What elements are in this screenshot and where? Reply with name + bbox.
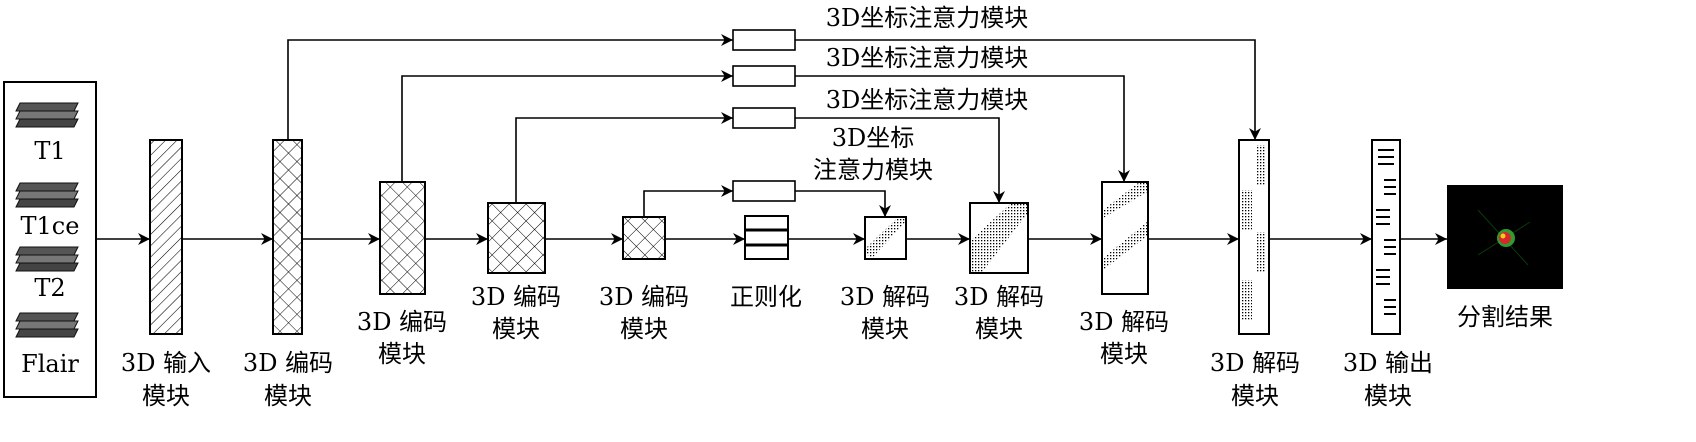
- decoder-block-1: [864, 216, 907, 260]
- attention-module-3: [732, 107, 796, 129]
- mri-stack-icon: [15, 102, 79, 128]
- normalization-block: [744, 215, 789, 260]
- encoder-block-4-label-line2: 模块: [620, 315, 668, 343]
- modality-label: T1ce: [21, 212, 80, 240]
- modality-label: T2: [34, 274, 65, 302]
- encoder-block-3-label-line1: 3D 编码: [471, 283, 561, 311]
- attention-label-2: 3D坐标注意力模块: [826, 44, 1029, 72]
- skip-connections: [287, 34, 1261, 217]
- decoder-block-4: [1238, 139, 1270, 335]
- decoder-block-1-label-line1: 3D 解码: [840, 283, 930, 311]
- result-label: 分割结果: [1457, 303, 1553, 331]
- attention-label-1: 3D坐标注意力模块: [826, 4, 1029, 32]
- attention-module-4: [732, 180, 796, 202]
- normalization-label: 正则化: [730, 283, 802, 311]
- decoder-block-3-label-line2: 模块: [1100, 340, 1148, 368]
- segmentation-result-image: [1447, 185, 1563, 289]
- decoder-block-4-label-line1: 3D 解码: [1210, 349, 1300, 377]
- encoder-block-3: [487, 202, 546, 274]
- encoder-block-1-label-line1: 3D 编码: [243, 349, 333, 377]
- decoder-block-3-label-line1: 3D 解码: [1079, 308, 1169, 336]
- input-modalities-panel: T1 T1ce T2 Flair: [3, 81, 97, 398]
- mri-stack-icon: [15, 182, 79, 208]
- modality-label: Flair: [21, 350, 79, 378]
- decoder-block-4-label-line2: 模块: [1231, 382, 1279, 410]
- attention-label-3: 3D坐标注意力模块: [826, 86, 1029, 114]
- attention-module-1: [732, 29, 796, 51]
- attention-label-4-line2: 注意力模块: [813, 156, 933, 184]
- decoder-block-2-label-line1: 3D 解码: [954, 283, 1044, 311]
- encoder-block-2-label-line1: 3D 编码: [357, 308, 447, 336]
- input-block-label-line1: 3D 输入: [121, 349, 211, 377]
- output-block: [1371, 139, 1401, 335]
- input-block-label-line2: 模块: [142, 382, 190, 410]
- decoder-block-2-label-line2: 模块: [975, 315, 1023, 343]
- attention-module-2: [732, 65, 796, 87]
- decoder-block-1-label-line2: 模块: [861, 315, 909, 343]
- encoder-block-2: [379, 181, 426, 295]
- mri-stack-icon: [15, 246, 79, 272]
- encoder-block-1-label-line2: 模块: [264, 382, 312, 410]
- attention-label-4-line1: 3D坐标: [832, 124, 915, 152]
- decoder-block-2: [969, 202, 1029, 274]
- encoder-block-4-label-line1: 3D 编码: [599, 283, 689, 311]
- encoder-block-4: [622, 216, 666, 260]
- modality-label: T1: [34, 137, 65, 165]
- encoder-block-3-label-line2: 模块: [492, 315, 540, 343]
- encoder-block-2-label-line2: 模块: [378, 340, 426, 368]
- decoder-block-3: [1101, 181, 1149, 295]
- output-block-label-line2: 模块: [1364, 382, 1412, 410]
- input-block: [149, 139, 183, 335]
- output-block-label-line1: 3D 输出: [1343, 349, 1433, 377]
- encoder-block-1: [272, 139, 303, 335]
- mri-stack-icon: [15, 312, 79, 338]
